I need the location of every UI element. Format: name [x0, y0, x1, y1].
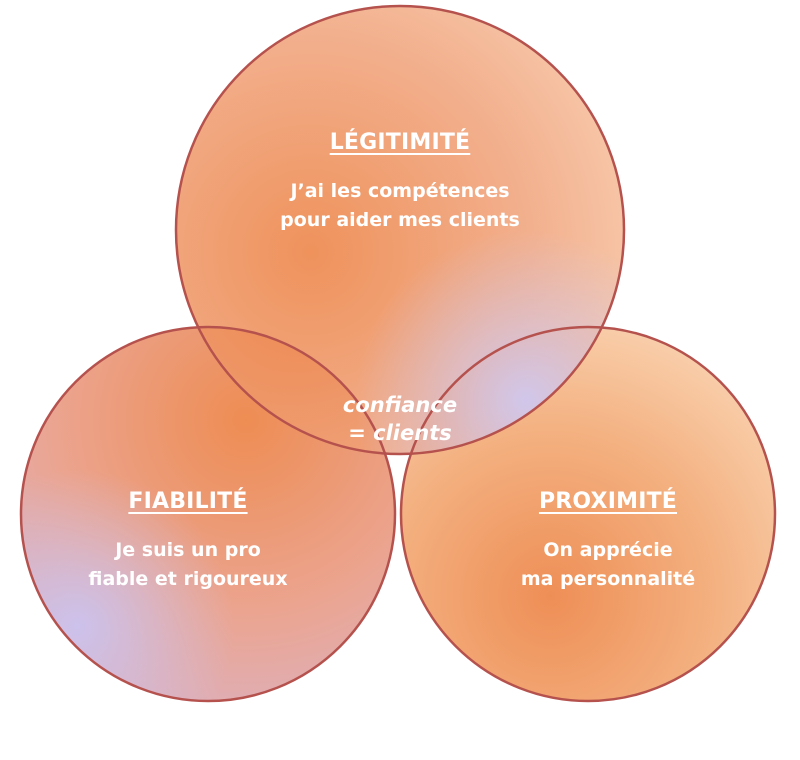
desc-line: pour aider mes clients — [280, 209, 520, 231]
center-line: confiance — [342, 393, 458, 417]
circle-desc-legitimite: J’ai les compétences pour aider mes clie… — [250, 177, 550, 235]
outline-legitimite — [174, 4, 626, 456]
circle-outlines — [19, 4, 777, 703]
desc-line: fiable et rigoureux — [88, 568, 288, 590]
outline-proximite — [399, 325, 777, 703]
label-proximite: PROXIMITÉ On apprécie ma personnalité — [458, 489, 758, 594]
desc-line: Je suis un pro — [115, 539, 261, 561]
center-label: confiance = clients — [300, 391, 500, 447]
desc-line: On apprécie — [543, 539, 673, 561]
center-line: = clients — [348, 421, 452, 445]
label-fiabilite: FIABILITÉ Je suis un pro fiable et rigou… — [38, 489, 338, 594]
outline-fiabilite — [19, 325, 397, 703]
circle-title-proximite: PROXIMITÉ — [538, 489, 678, 514]
circle-title-legitimite: LÉGITIMITÉ — [329, 130, 471, 155]
circle-desc-fiabilite: Je suis un pro fiable et rigoureux — [38, 536, 338, 594]
desc-line: J’ai les compétences — [290, 180, 510, 202]
circle-title-fiabilite: FIABILITÉ — [128, 489, 248, 514]
desc-line: ma personnalité — [520, 568, 696, 590]
label-legitimite: LÉGITIMITÉ J’ai les compétences pour aid… — [250, 130, 550, 235]
circle-desc-proximite: On apprécie ma personnalité — [458, 536, 758, 594]
